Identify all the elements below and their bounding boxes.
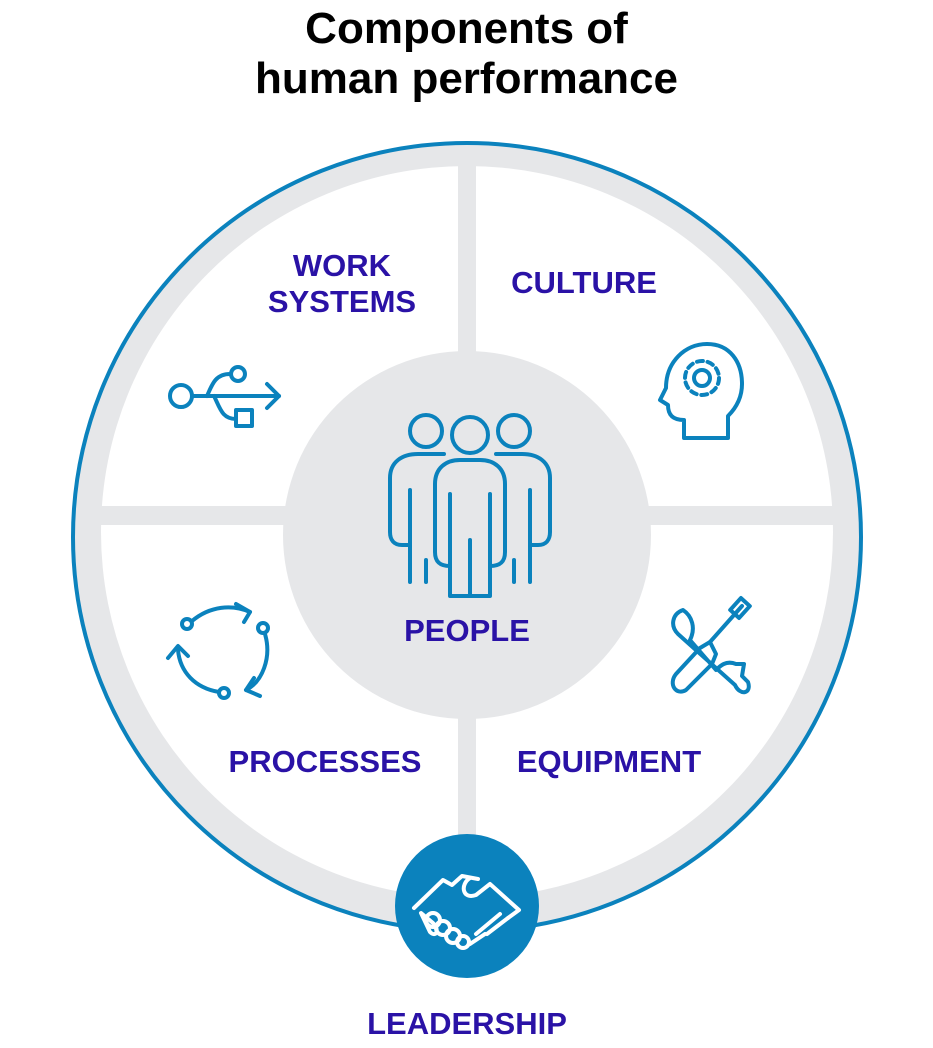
center-circle — [283, 351, 651, 719]
title-line-1: Components of — [305, 4, 628, 53]
title-line-2: human performance — [255, 54, 678, 103]
label-equipment: EQUIPMENT — [517, 744, 701, 779]
wrench-screwdriver-icon — [670, 596, 752, 695]
handshake-icon — [412, 874, 521, 950]
label-processes: PROCESSES — [229, 744, 422, 779]
head-gear-icon — [658, 342, 744, 440]
people-group-icon — [388, 413, 552, 598]
label-work-systems-line2: SYSTEMS — [268, 284, 416, 319]
label-leadership: LEADERSHIP — [367, 1006, 567, 1041]
label-people: PEOPLE — [404, 613, 530, 648]
label-work-systems-line1: WORK — [293, 248, 392, 283]
leadership-badge — [395, 834, 539, 978]
cycle-arrows-icon — [166, 602, 270, 700]
page-title: Components of human performance — [0, 4, 933, 104]
label-culture: CULTURE — [511, 265, 657, 300]
usb-icon — [168, 365, 281, 428]
